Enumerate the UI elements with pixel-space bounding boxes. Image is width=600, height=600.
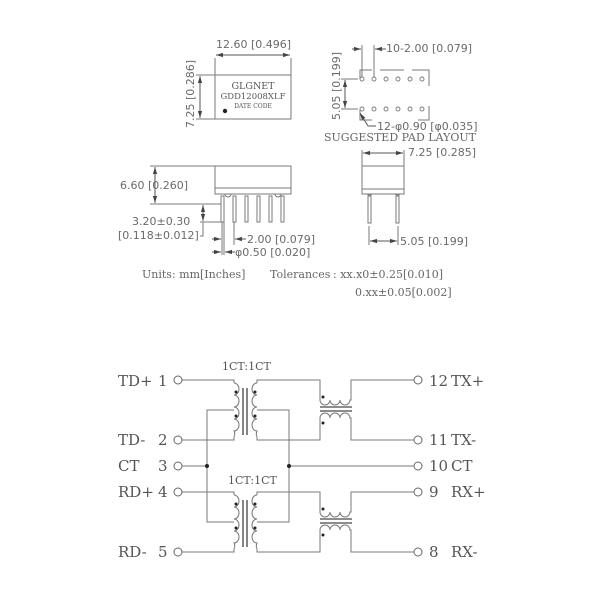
pad-diameter-dim: 12-φ0.90 [φ0.035] [377, 120, 478, 133]
top-width-dim: 12.60 [0.496] [216, 38, 291, 51]
pad-layout-view: 10-2.00 [0.079] 5.05 [0.199] 12-φ0.90 [φ… [324, 42, 478, 144]
lead-pitch-dim: 2.00 [0.079] [247, 233, 315, 246]
marking-brand: GLGNET [231, 81, 275, 92]
pin-name-rx-plus: RX+ [451, 483, 486, 501]
pin-number-2: 2 [158, 431, 168, 449]
tolerance-2: 0.xx±0.05[0.002] [355, 286, 452, 299]
pin-name-rd-plus: RD+ [118, 483, 154, 501]
pin-number-3: 3 [158, 457, 168, 475]
pin-number-1: 1 [158, 372, 168, 390]
pin-name-rd-minus: RD- [118, 543, 147, 561]
pin-number-10: 10 [429, 457, 448, 475]
pin-name-ct-left: CT [118, 457, 139, 475]
top-height-dim: 7.25 [0.286] [184, 60, 197, 128]
pad-layout-title: SUGGESTED PAD LAYOUT [324, 131, 477, 144]
pad-pitch-dim: 10-2.00 [0.079] [386, 42, 472, 55]
pin-name-rx-minus: RX- [451, 543, 478, 561]
pin1-indicator-dot [222, 108, 228, 114]
junction-ct-right [287, 464, 291, 468]
pad-row-top [359, 76, 425, 82]
pin-number-11: 11 [429, 431, 448, 449]
choke-bottom [319, 491, 414, 553]
dimension-notes: Units: mm[Inches] Tolerances : xx.x0±0.2… [142, 268, 452, 299]
pad-row-bottom [359, 106, 425, 112]
transformer-ratio-top: 1CT:1CT [222, 360, 271, 373]
end-lead-span-dim: 5.05 [0.199] [400, 235, 468, 248]
side-height-dim: 6.60 [0.260] [120, 179, 188, 192]
end-width-dim: 7.25 [0.285] [408, 146, 476, 159]
junction-ct-left [205, 464, 209, 468]
pin-number-8: 8 [429, 543, 439, 561]
pin-number-5: 5 [158, 543, 168, 561]
tolerances-label: Tolerances [270, 268, 331, 281]
units-note: Units: mm[Inches] [142, 268, 245, 281]
marking-part-number: GDD12008XLF [220, 92, 285, 102]
pin-number-9: 9 [429, 483, 439, 501]
schematic: TD+ 1 TD- 2 CT 3 RD+ 4 RD- 5 12 TX+ 11 T… [118, 360, 486, 561]
lead-length-dim-mm: 3.20±0.30 [132, 215, 190, 228]
marking-date-code: DATE CODE [234, 103, 272, 110]
side-leads [220, 193, 285, 223]
package-top-outline [214, 74, 292, 120]
end-view: 7.25 [0.285] 5.05 [0.199] [361, 146, 476, 248]
lead-diameter-dim: φ0.50 [0.020] [235, 246, 310, 259]
pin-name-tx-plus: TX+ [451, 372, 484, 390]
pin-name-td-plus: TD+ [118, 372, 153, 390]
pad-row-spacing-dim: 5.05 [0.199] [330, 52, 343, 120]
pin-name-td-minus: TD- [118, 431, 145, 449]
pin-number-4: 4 [158, 483, 168, 501]
transformer-ratio-bottom: 1CT:1CT [228, 474, 277, 487]
transformer-bottom [182, 491, 321, 553]
pin-number-12: 12 [429, 372, 448, 390]
choke-top [319, 379, 414, 441]
transformer-top [182, 379, 321, 441]
side-view: 6.60 [0.260] 3.20±0.30 [0.118±0.012] 2.0… [118, 165, 315, 259]
tolerance-1: : xx.x0±0.25[0.010] [333, 268, 443, 281]
pin-name-ct-right: CT [451, 457, 472, 475]
top-view: 12.60 [0.496] 7.25 [0.286] GLGNET GDD120… [184, 38, 292, 128]
lead-length-dim-in: [0.118±0.012] [118, 229, 199, 242]
pin-name-tx-minus: TX- [451, 431, 476, 449]
